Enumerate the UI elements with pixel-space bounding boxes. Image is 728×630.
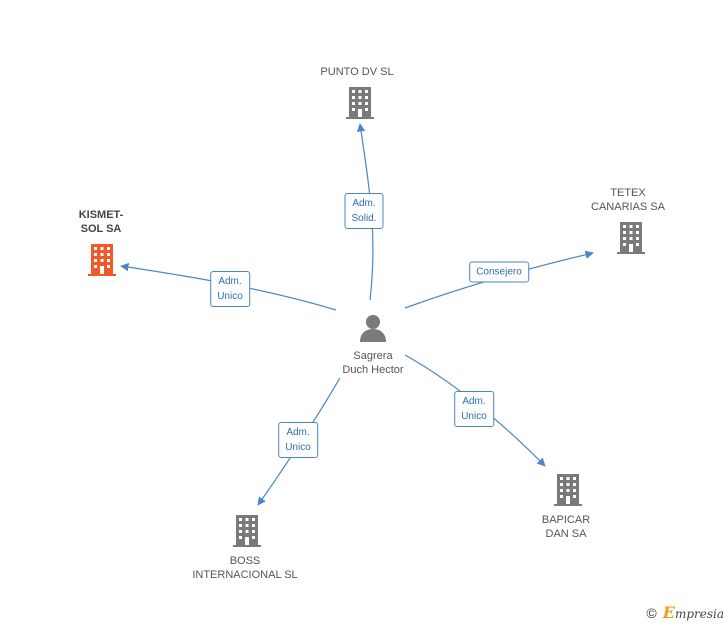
- center-name-line2: Duch Hector: [342, 364, 404, 376]
- company-name-line2: DAN SA: [545, 528, 587, 540]
- company-name-line2: INTERNACIONAL SL: [192, 569, 298, 581]
- brand-rest: mpresia: [674, 607, 724, 621]
- company-label-kismet[interactable]: KISMET- SOL SA: [79, 208, 124, 236]
- company-name-line1: BOSS: [229, 555, 261, 567]
- building-icon-punto[interactable]: [346, 87, 374, 119]
- role-line2: Unico: [217, 291, 243, 302]
- building-icon-kismet[interactable]: [88, 244, 116, 276]
- role-line1: Adm.: [462, 396, 486, 407]
- company-name-line1: BAPICAR: [541, 514, 591, 526]
- role-line1: Adm.: [352, 198, 376, 209]
- role-badge-punto[interactable]: Adm. Solid.: [344, 193, 384, 229]
- role-line1: Adm.: [218, 276, 242, 287]
- role-badge-tetex[interactable]: Consejero: [469, 261, 529, 283]
- center-person-label[interactable]: Sagrera Duch Hector: [342, 349, 403, 377]
- company-label-tetex[interactable]: TETEX CANARIAS SA: [591, 186, 665, 214]
- role-line2: Unico: [285, 442, 311, 453]
- center-person-icon[interactable]: [360, 315, 386, 342]
- role-line1: Adm.: [286, 427, 310, 438]
- brand-logo: Empresia: [663, 603, 724, 622]
- role-line1: Consejero: [476, 266, 522, 278]
- company-name-line1: TETEX: [610, 187, 646, 199]
- building-icon-boss[interactable]: [233, 515, 261, 547]
- company-name-line2: SOL SA: [80, 223, 122, 235]
- company-name-line2: CANARIAS SA: [591, 201, 665, 213]
- company-label-bapicar[interactable]: BAPICAR DAN SA: [542, 513, 590, 541]
- company-name-line1: KISMET-: [78, 209, 124, 221]
- role-line2: Solid.: [351, 213, 377, 224]
- center-name-line1: Sagrera: [353, 350, 393, 362]
- role-badge-kismet[interactable]: Adm. Unico: [210, 271, 250, 307]
- brand-initial: E: [662, 603, 675, 622]
- building-icon-bapicar[interactable]: [554, 474, 582, 506]
- company-label-punto[interactable]: PUNTO DV SL: [320, 65, 393, 79]
- footer-brand[interactable]: © Empresia: [646, 603, 724, 622]
- company-label-boss[interactable]: BOSS INTERNACIONAL SL: [192, 554, 297, 582]
- role-line2: Unico: [461, 411, 487, 422]
- building-icon-tetex[interactable]: [617, 222, 645, 254]
- company-name-line1: PUNTO DV SL: [320, 66, 394, 78]
- copyright-symbol: ©: [646, 604, 657, 621]
- role-badge-boss[interactable]: Adm. Unico: [278, 422, 318, 458]
- role-badge-bapicar[interactable]: Adm. Unico: [454, 391, 494, 427]
